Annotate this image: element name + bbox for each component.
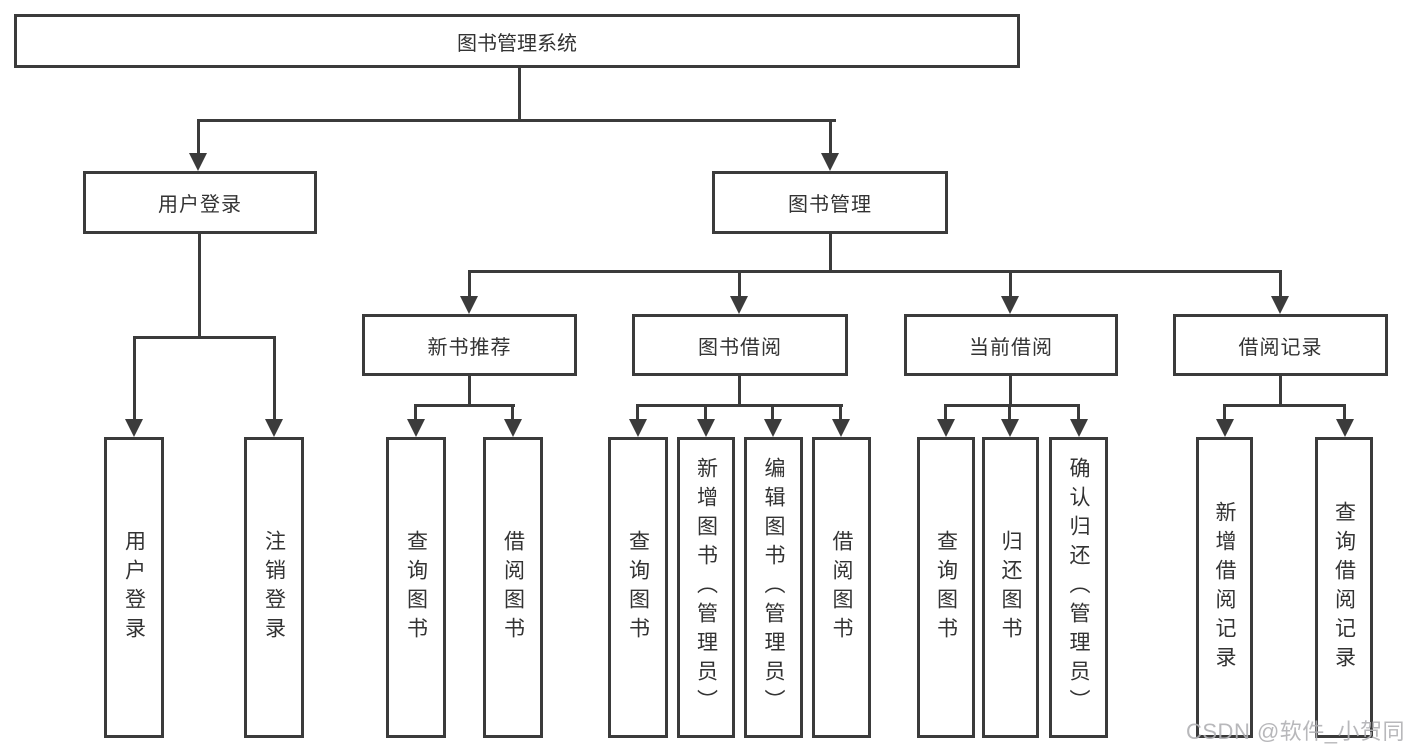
arrowhead-icon [937,419,955,437]
connector-line [1009,376,1012,407]
arrowhead-icon [1001,419,1019,437]
leaf-user-login: 用户登录 [104,437,164,738]
connector-line [636,404,843,407]
node-label: 图书管理系统 [457,32,577,55]
leaf-edit-books-admin: 编辑图书（管理员） [744,437,803,738]
csdn-watermark: CSDN @软件_小贺同学 [1186,719,1405,744]
leaf-label: 查询图书 [404,529,428,646]
arrowhead-icon [697,419,715,437]
node-book-borrowing: 图书借阅 [632,314,848,376]
connector-line [839,404,842,421]
connector-line [829,232,832,272]
leaf-label: 查询图书 [626,529,650,646]
connector-line [1077,404,1080,421]
connector-line [133,336,136,420]
leaf-label: 注销登录 [262,529,286,646]
leaf-recommend-borrow-books: 借阅图书 [483,437,543,738]
arrowhead-icon [629,419,647,437]
leaf-recommend-query-books: 查询图书 [386,437,446,738]
connector-line [704,404,707,421]
connector-line [133,336,276,339]
arrowhead-icon [265,419,283,437]
leaf-label: 新增图书（管理员） [694,457,718,718]
leaf-label: 用户登录 [122,529,146,646]
leaf-label: 借阅图书 [501,529,525,646]
leaf-label: 借阅图书 [830,529,853,646]
leaf-label: 新增借阅记录 [1213,500,1236,675]
connector-line [511,404,514,421]
node-label: 用户登录 [158,194,242,216]
node-label: 当前借阅 [969,336,1053,359]
connector-line [1009,270,1012,298]
arrowhead-icon [1001,296,1019,314]
connector-line [829,119,832,155]
leaf-label: 查询图书 [934,529,958,646]
connector-line [1343,404,1346,421]
arrowhead-icon [832,419,850,437]
connector-line [414,404,417,421]
leaf-add-borrow-record: 新增借阅记录 [1196,437,1253,738]
connector-line [468,270,1282,273]
leaf-label: 确认归还（管理员） [1067,457,1090,718]
connector-line [1223,404,1226,421]
node-label: 新书推荐 [427,336,512,359]
leaf-return-books: 归还图书 [982,437,1039,738]
leaf-query-borrow-record: 查询借阅记录 [1315,437,1373,738]
leaf-add-books-admin: 新增图书（管理员） [677,437,735,738]
connector-line [944,404,947,421]
leaf-label: 归还图书 [999,529,1022,646]
arrowhead-icon [764,419,782,437]
connector-line [1008,404,1011,421]
leaf-borrow-books: 借阅图书 [812,437,871,738]
connector-line [273,336,276,420]
arrowhead-icon [1216,419,1234,437]
leaf-label: 编辑图书（管理员） [762,457,785,718]
connector-line [197,119,836,122]
node-book-management: 图书管理 [712,171,948,234]
node-user-login-group: 用户登录 [83,171,317,234]
node-library-management-system: 图书管理系统 [14,14,1020,68]
leaf-label: 查询借阅记录 [1332,500,1356,675]
connector-line [636,404,639,421]
leaf-logout: 注销登录 [244,437,304,738]
node-label: 图书借阅 [698,336,782,359]
node-borrowing-records: 借阅记录 [1173,314,1388,376]
connector-line [1279,376,1282,407]
arrowhead-icon [504,419,522,437]
connector-line [197,119,200,155]
node-current-borrowing: 当前借阅 [904,314,1118,376]
arrowhead-icon [407,419,425,437]
connector-line [1223,404,1346,407]
arrowhead-icon [1336,419,1354,437]
node-new-book-recommend: 新书推荐 [362,314,577,376]
connector-line [518,67,521,122]
connector-line [468,376,471,407]
arrowhead-icon [189,153,207,171]
node-label: 借阅记录 [1238,336,1323,359]
connector-line [414,404,515,407]
connector-line [771,404,774,421]
arrowhead-icon [1271,296,1289,314]
connector-line [198,232,201,338]
leaf-borrowing-query-books: 查询图书 [608,437,668,738]
node-label: 图书管理 [788,194,872,216]
connector-line [738,376,741,407]
connector-line [944,404,1080,407]
connector-line [738,270,741,298]
arrowhead-icon [730,296,748,314]
arrowhead-icon [1070,419,1088,437]
leaf-current-query-books: 查询图书 [917,437,975,738]
leaf-confirm-return-admin: 确认归还（管理员） [1049,437,1108,738]
arrowhead-icon [460,296,478,314]
connector-line [1279,270,1282,298]
arrowhead-icon [821,153,839,171]
connector-line [468,270,471,298]
arrowhead-icon [125,419,143,437]
